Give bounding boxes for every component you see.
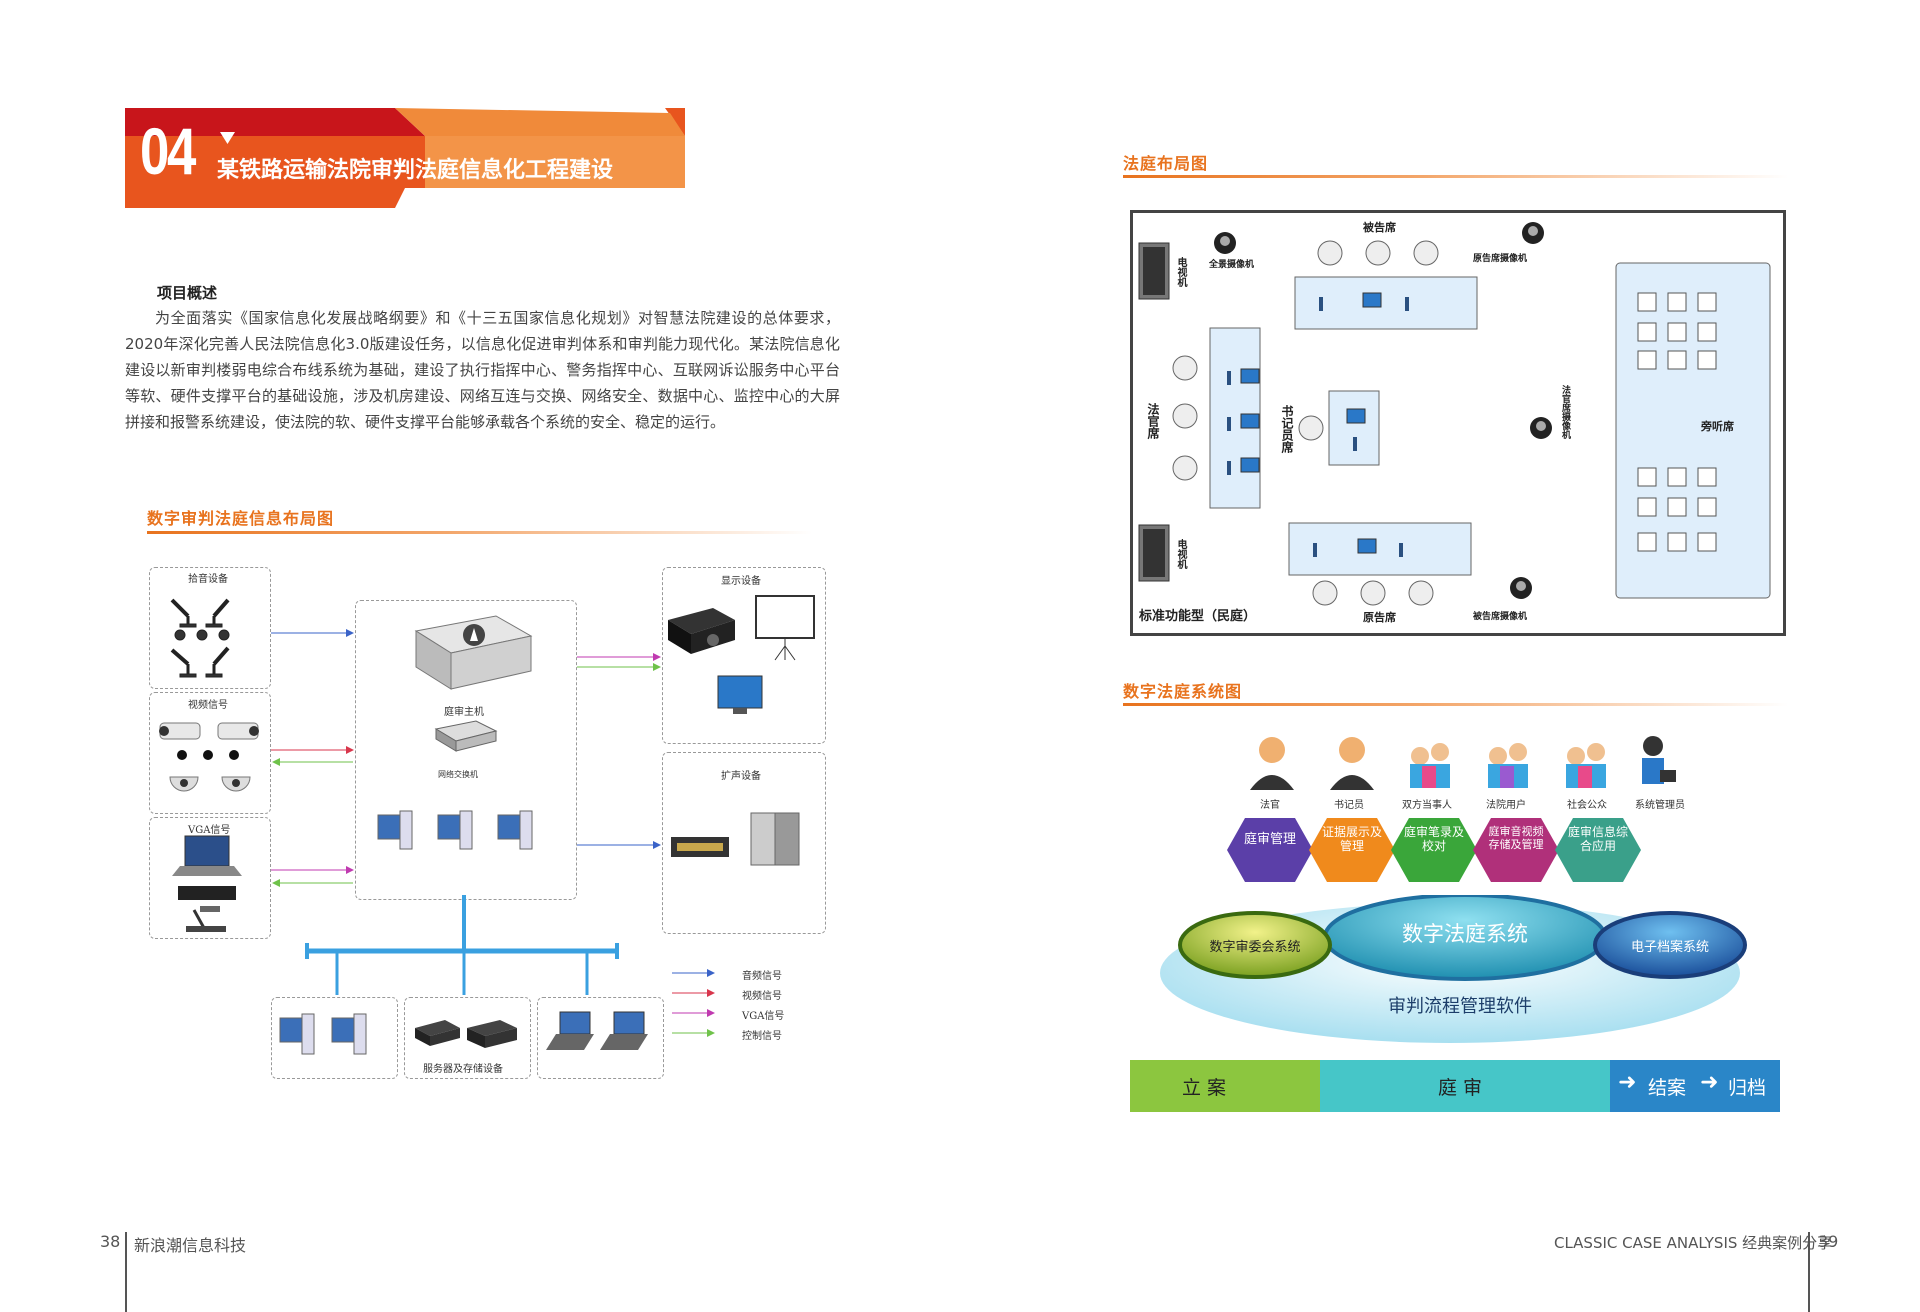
courtroom-furniture [1138, 222, 1771, 606]
diagram1-caption: 数字审判法庭信息布局图 [147, 509, 335, 528]
video-group: 视频信号 [149, 692, 271, 814]
speaker-icon [671, 812, 800, 866]
mic-group: 拾音设备 [149, 567, 271, 689]
header-banner [125, 108, 685, 208]
workflow-software: 审判流程管理软件 [1388, 996, 1532, 1017]
core-system: 数字法庭系统 [1402, 922, 1528, 946]
judge-seat-label: 法官席 [1146, 403, 1160, 439]
legend-vga: VGA信号 [742, 1011, 785, 1022]
defendant-cam-label: 被告席摄像机 [1473, 612, 1528, 622]
vga-group-label: VGA信号 [188, 825, 231, 836]
arrow-right-icon-2: ➜ [1700, 1070, 1719, 1095]
role-icons [1250, 736, 1676, 790]
right-footer-rule [1808, 1232, 1810, 1312]
section-number: 04 [140, 114, 196, 188]
mic-group-label: 拾音设备 [188, 574, 228, 585]
speaker-group-label: 扩声设备 [721, 771, 761, 782]
court-system-diagram: 法官 书记员 双方当事人 法院用户 社会公众 系统管理员 庭审管理 证据展示及管… [1130, 730, 1780, 1130]
legend-arrows [672, 969, 715, 1037]
gallery-label: 旁听席 [1701, 420, 1734, 433]
vga-group: VGA信号 [149, 817, 271, 939]
flow-stage-filing: 立 案 [1130, 1060, 1320, 1112]
judge-cam-label: 法官席摄像机 [1560, 385, 1570, 439]
court-info-diagram: 拾音设备 视频信号 VGA信号 [147, 565, 827, 1079]
plaintiff-seat-label: 原告席 [1363, 611, 1396, 624]
process-flow-bar: 立 案 庭 审 ➜ 结案 ➜ 归档 [1130, 1060, 1780, 1112]
role-admin: 系统管理员 [1635, 800, 1685, 811]
role-public: 社会公众 [1567, 800, 1607, 811]
legend-control: 控制信号 [742, 1031, 782, 1042]
overview-heading: 项目概述 [157, 284, 218, 302]
host-group: 庭审主机 网络交换机 [355, 600, 577, 900]
workstation-group [271, 997, 398, 1079]
host-label: 庭审主机 [444, 707, 484, 718]
module-info-app: 庭审信息综合应用 [1567, 825, 1628, 853]
role-judge: 法官 [1260, 800, 1280, 811]
committee-system: 数字审委会系统 [1209, 940, 1301, 955]
courtroom-layout: 被告席 原告席 全景摄像机 原告席摄像机 被告席摄像机 电视机 电视机 法官席 … [1130, 210, 1786, 636]
video-group-label: 视频信号 [188, 700, 228, 711]
server-host-icon [377, 615, 533, 850]
role-parties: 双方当事人 [1402, 800, 1452, 811]
laptop-group [537, 997, 664, 1079]
computer-icon [279, 1013, 367, 1055]
display-group: 显示设备 [662, 567, 826, 744]
module-av-storage: 庭审音视频存储及管理 [1488, 825, 1544, 851]
flow-stage-trial: 庭 审 [1320, 1060, 1610, 1112]
arrow-right-icon: ➜ [1618, 1070, 1637, 1095]
plaintiff-cam-label: 原告席摄像机 [1473, 254, 1528, 264]
left-page-number: 38 [100, 1232, 121, 1251]
server-group: 服务器及存储设备 [404, 997, 531, 1079]
laptop-pair-icon [546, 1011, 648, 1050]
system-ellipses [1160, 895, 1747, 1043]
network-bus [305, 895, 619, 995]
role-clerk: 书记员 [1334, 800, 1364, 811]
module-record: 庭审笔录及校对 [1403, 825, 1464, 853]
clerk-seat-label: 书记员席 [1280, 405, 1294, 453]
diagram2-caption: 法庭布局图 [1123, 154, 1209, 173]
flow-stage-close: ➜ 结案 ➜ 归档 [1610, 1060, 1780, 1112]
module-trial-management: 庭审管理 [1243, 832, 1296, 847]
projector-icon [668, 595, 815, 714]
diagram3-caption-line [1123, 703, 1788, 706]
flow-filing-label: 立 案 [1182, 1077, 1227, 1099]
flow-archive-label: 归档 [1728, 1077, 1767, 1099]
section-title: 某铁路运输法院审判法庭信息化工程建设 [217, 158, 614, 183]
module-hexagons [1227, 818, 1641, 882]
server-group-label: 服务器及存储设备 [423, 1064, 503, 1075]
role-court-users: 法院用户 [1486, 800, 1526, 811]
camera-icon [159, 722, 259, 792]
display-group-label: 显示设备 [721, 576, 761, 587]
speaker-group: 扩声设备 [662, 752, 826, 934]
diagram2-caption-line [1123, 175, 1788, 178]
legend-audio: 音频信号 [742, 971, 782, 982]
overview-body: 为全面落实《国家信息化发展战略纲要》和《十三五国家信息化规划》对智慧法院建设的总… [125, 309, 840, 431]
court-type-label: 标准功能型（民庭） [1139, 609, 1257, 624]
defendant-seat-label: 被告席 [1363, 221, 1396, 234]
archive-system: 电子档案系统 [1630, 940, 1709, 955]
left-footer-rule [125, 1232, 127, 1312]
diagram1-caption-line [147, 531, 812, 534]
module-evidence: 证据展示及管理 [1321, 825, 1382, 853]
legend-video: 视频信号 [742, 991, 782, 1002]
right-running-title: CLASSIC CASE ANALYSIS 经典案例分享 [1554, 1234, 1833, 1252]
tv-bottom-label: 电视机 [1175, 539, 1186, 569]
panorama-cam-label: 全景摄像机 [1209, 260, 1255, 270]
left-brand: 新浪潮信息科技 [134, 1236, 247, 1255]
switch-label: 网络交换机 [438, 770, 478, 779]
laptop-icon [172, 835, 242, 932]
right-page-number: 39 [1818, 1232, 1839, 1251]
microphone-icon [170, 598, 230, 678]
flow-close-label: 结案 [1648, 1077, 1687, 1099]
diagram3-caption: 数字法庭系统图 [1123, 682, 1243, 701]
tv-top-label: 电视机 [1175, 257, 1186, 287]
storage-icon [415, 1020, 517, 1048]
flow-trial-label: 庭 审 [1438, 1077, 1483, 1099]
